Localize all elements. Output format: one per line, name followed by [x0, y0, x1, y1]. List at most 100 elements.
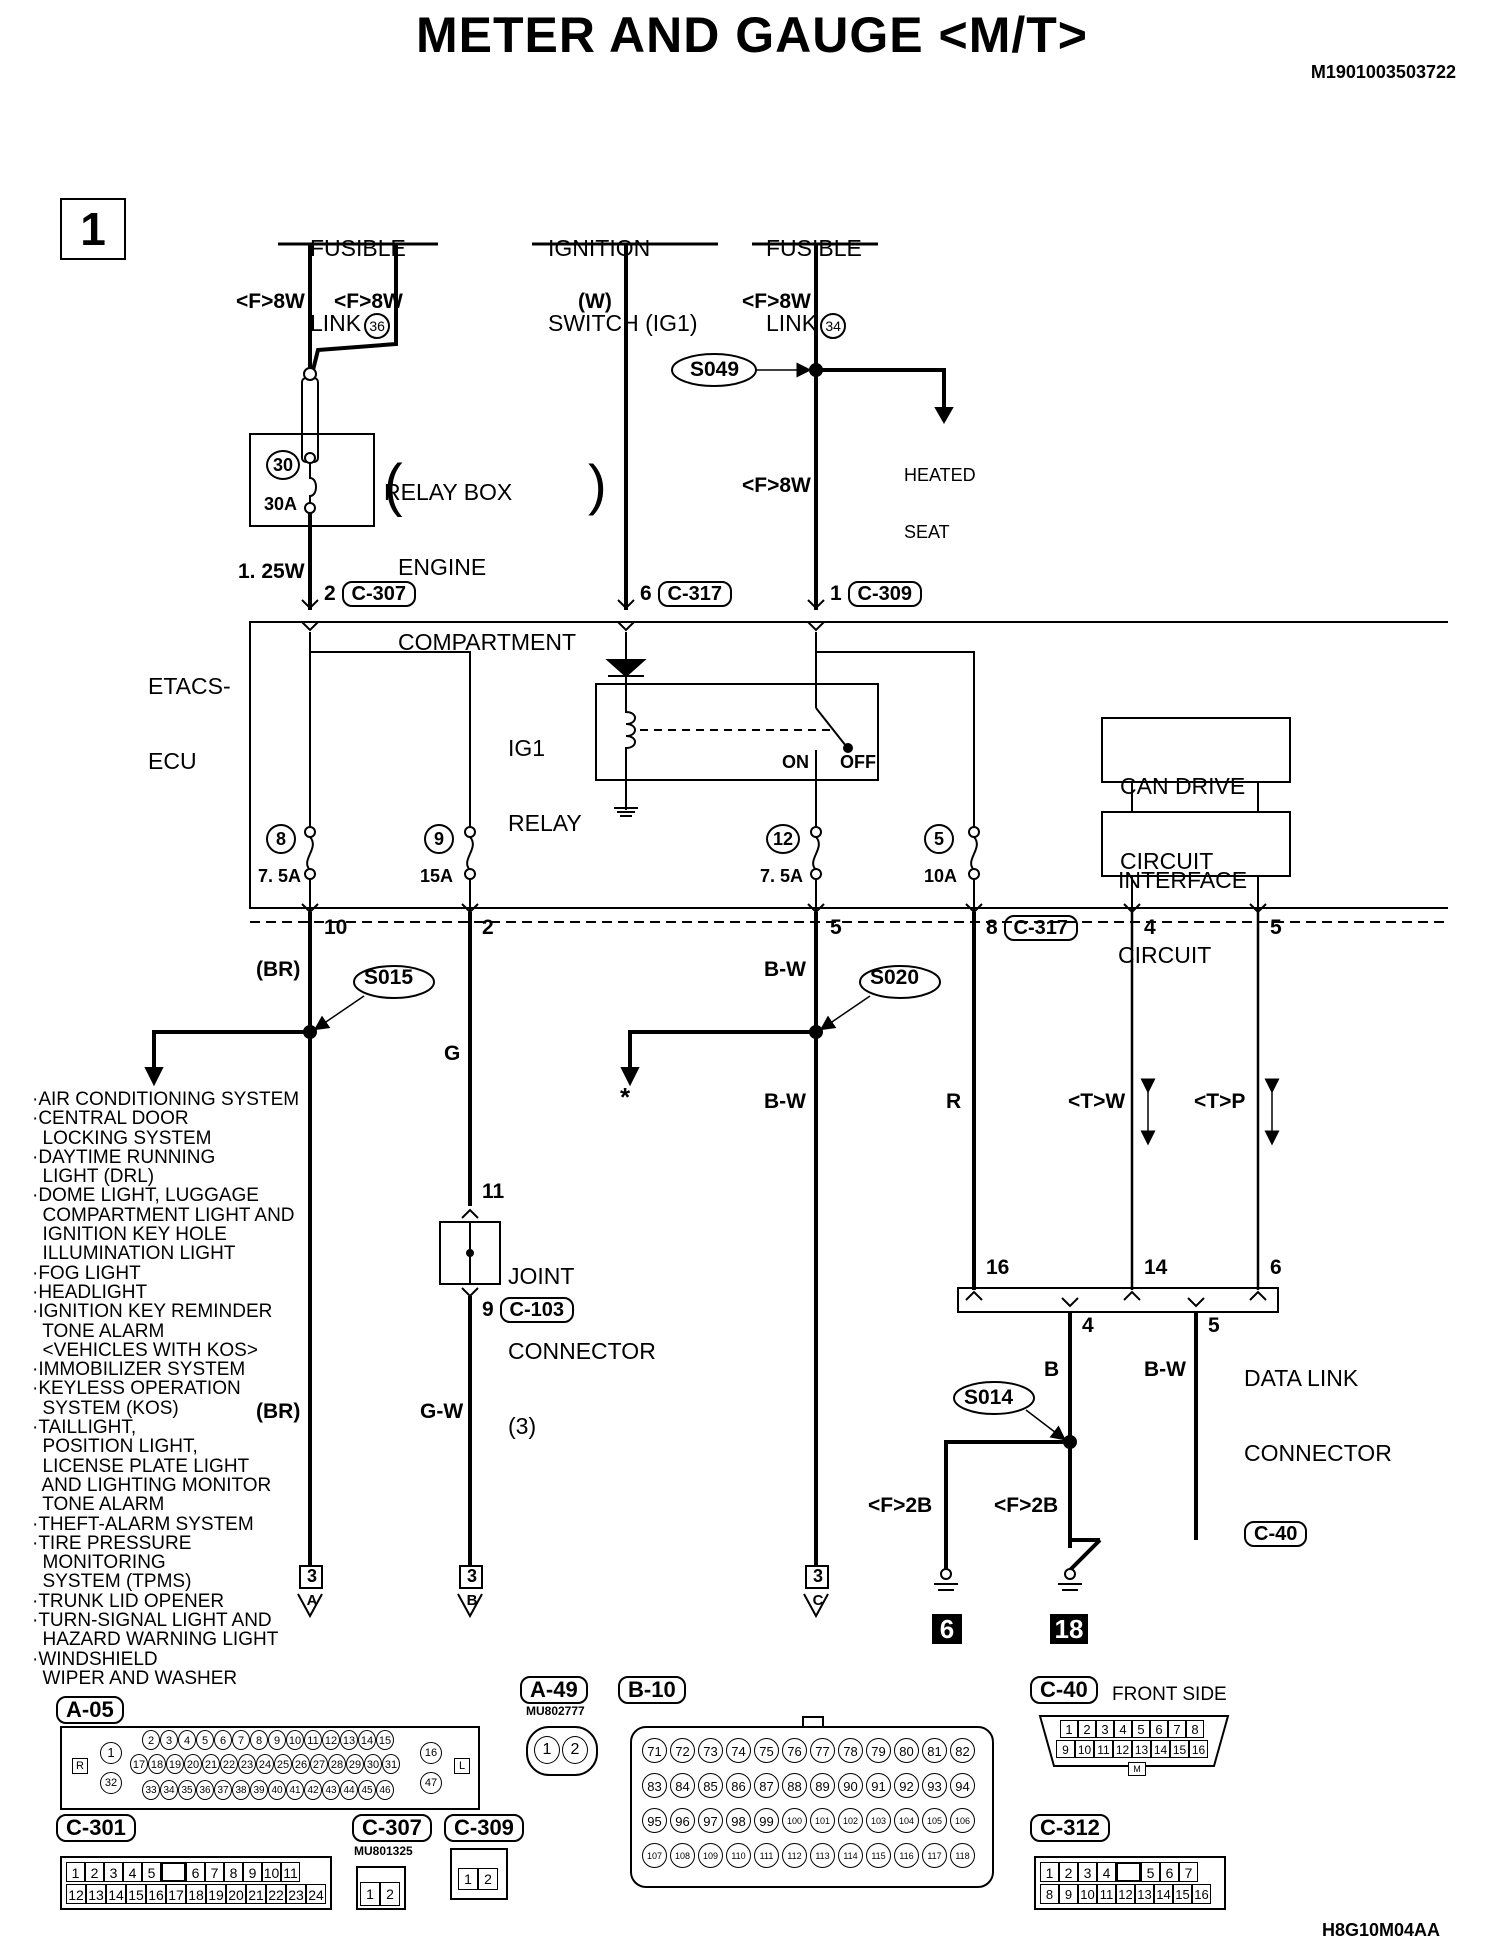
- ref-a-letter: A: [306, 1592, 318, 1609]
- connector-pin: 44: [340, 1780, 358, 1800]
- ground-6-tag: 6: [932, 1614, 962, 1644]
- connector-pin: 18: [186, 1884, 206, 1904]
- dlc-pin-16: 16: [986, 1256, 1010, 1279]
- connector-pin: 83: [642, 1773, 667, 1798]
- connector-pin: 8: [250, 1730, 268, 1750]
- connector-pin: 37: [214, 1780, 232, 1800]
- system-list-item: LIGHT (DRL): [32, 1166, 155, 1188]
- wire-f8w-d: <F>8W: [742, 474, 811, 497]
- interface-circuit-label: INTERFACE CIRCUIT: [1118, 867, 1248, 968]
- connector-c40-pict-label: C-40: [1030, 1676, 1098, 1704]
- pin-out-10: 10: [324, 916, 348, 939]
- connector-pin: 105: [922, 1808, 947, 1833]
- connector-pin: 33: [142, 1780, 160, 1800]
- connector-pin: 1: [1060, 1720, 1078, 1738]
- connector-pin: 99: [754, 1808, 779, 1833]
- connector-pin: 23: [286, 1884, 306, 1904]
- system-list-item: ·IGNITION KEY REMINDER: [32, 1301, 273, 1323]
- system-list: ·AIR CONDITIONING SYSTEM·CENTRAL DOOR LO…: [32, 1089, 300, 1689]
- system-list-item: ·TIRE PRESSURE: [32, 1532, 192, 1554]
- connector-pin: 75: [754, 1738, 779, 1763]
- connector-pin: 118: [950, 1843, 975, 1868]
- wire-gw: G-W: [420, 1400, 464, 1423]
- fuse-number-circle: 34: [820, 313, 847, 339]
- a05-l-mark: L: [454, 1758, 470, 1774]
- connector-c309-pict-label: C-309: [444, 1814, 524, 1842]
- system-list-item: SYSTEM (KOS): [32, 1397, 179, 1419]
- connector-pin: 7: [205, 1862, 224, 1882]
- connector-pin: 96: [670, 1808, 695, 1833]
- connector-pin: 116: [894, 1843, 919, 1868]
- connector-pin: 76: [782, 1738, 807, 1763]
- joint-pin-in: 11: [482, 1180, 505, 1203]
- connector-pin: 4: [178, 1730, 196, 1750]
- connector-pin: 90: [838, 1773, 863, 1798]
- system-list-item: ·WINDSHIELD: [32, 1648, 158, 1670]
- dlc-pin-6: 6: [1270, 1256, 1282, 1279]
- connector-pin: 17: [166, 1884, 186, 1904]
- connector-b10-label: B-10: [618, 1676, 686, 1704]
- connector-pin: 114: [838, 1843, 863, 1868]
- connector-pin: 8: [1186, 1720, 1204, 1738]
- connector-pin: 11: [304, 1730, 322, 1750]
- fuse-9-rating: 15A: [420, 866, 454, 886]
- connector-pin: 20: [184, 1754, 202, 1774]
- connector-pin: 112: [782, 1843, 807, 1868]
- system-list-item: WIPER AND WASHER: [32, 1667, 238, 1689]
- connector-pin: [161, 1862, 186, 1882]
- connector-pin: 41: [286, 1780, 304, 1800]
- connector-pin: 16: [146, 1884, 166, 1904]
- fuse-9-number: 9: [424, 824, 454, 854]
- connector-pin: 10: [1078, 1884, 1097, 1904]
- paren-right: ): [588, 453, 607, 516]
- connector-pin: 9: [268, 1730, 286, 1750]
- system-list-item: ·AIR CONDITIONING SYSTEM: [32, 1089, 300, 1110]
- wire-w: (W): [578, 290, 612, 313]
- relay-box-label: RELAY BOX ENGINE COMPARTMENT: [384, 479, 577, 655]
- connector-pin: 20: [226, 1884, 246, 1904]
- connector-pin: 15: [376, 1730, 394, 1750]
- connector-pin: [1116, 1862, 1141, 1882]
- system-list-item: ·CENTRAL DOOR: [32, 1108, 189, 1130]
- connector-pin: 2: [85, 1862, 104, 1882]
- connector-pin: 6: [1160, 1862, 1179, 1882]
- fuse-5-number: 5: [924, 824, 954, 854]
- data-link-connector-label: DATA LINK CONNECTOR C-40: [1244, 1365, 1392, 1547]
- connector-pin: 107: [642, 1843, 667, 1868]
- connector-pin: 25: [274, 1754, 292, 1774]
- system-list-item: ILLUMINATION LIGHT: [32, 1243, 236, 1265]
- connector-pin: 8: [224, 1862, 243, 1882]
- connector-pin: 11: [1094, 1740, 1113, 1758]
- connector-c312-label: C-312: [1030, 1814, 1110, 1842]
- connector-pin: 43: [322, 1780, 340, 1800]
- connector-pin: 3: [104, 1862, 123, 1882]
- connector-pin: 1: [1040, 1862, 1059, 1882]
- a05-pin-left-bot: 32: [100, 1772, 122, 1794]
- system-list-item: LICENSE PLATE LIGHT: [32, 1455, 250, 1477]
- joint-pin-out: 9 C-103: [482, 1297, 575, 1323]
- pin-out-5b: 5: [1270, 916, 1282, 939]
- a05-r-mark: R: [72, 1758, 88, 1774]
- dlc-pin-14: 14: [1144, 1256, 1168, 1279]
- connector-pin: 2: [1078, 1720, 1096, 1738]
- connector-c307-pict: 1 2: [356, 1866, 406, 1910]
- wire-125w: 1. 25W: [238, 560, 305, 583]
- connector-pin: 12: [322, 1730, 340, 1750]
- connector-pin: 17: [130, 1754, 148, 1774]
- connector-c309-pict: 1 2: [450, 1848, 508, 1900]
- connector-pin: 14: [358, 1730, 376, 1750]
- connector-pin: 78: [838, 1738, 863, 1763]
- connector-pin: 19: [206, 1884, 226, 1904]
